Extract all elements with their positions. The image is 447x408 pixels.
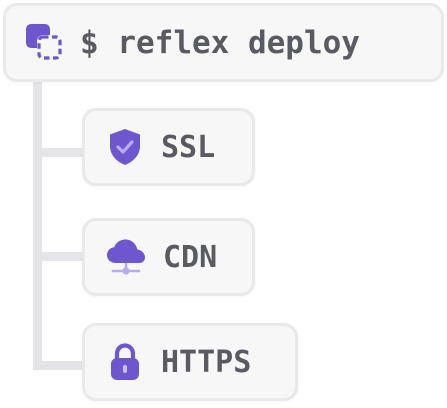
- ssl-card: SSL: [82, 108, 255, 186]
- deploy-command-card: $ reflex deploy: [3, 3, 444, 82]
- deploy-command-text: $ reflex deploy: [80, 24, 360, 61]
- deploy-icon: [24, 22, 66, 64]
- https-label: HTTPS: [161, 344, 252, 380]
- cloud-network-icon: [105, 236, 147, 278]
- cdn-label: CDN: [163, 239, 218, 275]
- lock-icon: [105, 341, 145, 383]
- ssl-label: SSL: [161, 129, 216, 165]
- https-card: HTTPS: [82, 323, 298, 401]
- branch-line-cdn: [33, 252, 89, 261]
- tree-trunk-line: [33, 82, 42, 370]
- shield-check-icon: [105, 126, 145, 168]
- branch-line-https: [33, 361, 89, 370]
- branch-line-ssl: [33, 148, 89, 157]
- cdn-card: CDN: [82, 218, 255, 296]
